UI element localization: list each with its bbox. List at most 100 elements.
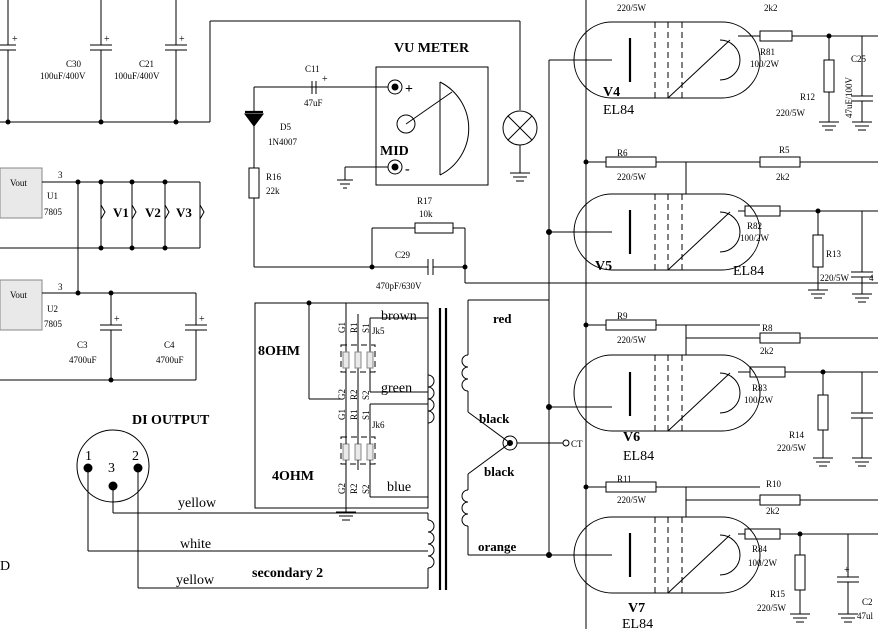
xlr-pin1: 1 <box>85 449 92 464</box>
u2-vout: Vout <box>10 290 27 300</box>
svg-text:S2: S2 <box>361 484 371 494</box>
svg-text:+: + <box>104 34 110 45</box>
wire-red: red <box>493 311 512 326</box>
di-output-title: DI OUTPUT <box>132 413 210 428</box>
svg-text:S1: S1 <box>361 410 371 420</box>
r82-label: R82 <box>747 221 762 231</box>
u2-part: 7805 <box>44 319 63 329</box>
u2-label: U2 <box>47 304 58 314</box>
4ohm-label: 4OHM <box>272 469 314 484</box>
d5-label: D5 <box>280 122 291 132</box>
ct-label: CT <box>571 439 583 449</box>
c2x-label: C2 <box>862 597 873 607</box>
speaker-jack-section: 8OHM 4OHM Jk5 Jk6 G1 R1 S1 G2 R2 S2 G1 R… <box>254 300 429 521</box>
svg-text:3: 3 <box>58 282 63 292</box>
svg-text:+: + <box>844 565 850 576</box>
u1-label: U1 <box>47 191 58 201</box>
vu-meter-box <box>375 66 489 186</box>
r8-value: 2k2 <box>760 346 774 356</box>
svg-text:G1: G1 <box>337 322 347 333</box>
svg-text:R2: R2 <box>349 483 359 494</box>
r14-label: R14 <box>789 430 805 440</box>
c4-value: 4700uF <box>156 355 184 365</box>
tube-v7: R11 220/5W R10 2k2 + R84 100/2W R15 220/… <box>573 474 878 629</box>
xlr-pin3: 3 <box>108 461 115 476</box>
svg-text:G2: G2 <box>337 389 347 400</box>
v5-label: V5 <box>595 259 612 274</box>
v6-label: V6 <box>623 430 640 445</box>
jk5-label: Jk5 <box>372 326 385 336</box>
c25-value: 47uF/100V <box>844 76 854 118</box>
c21-label: C21 <box>139 59 154 69</box>
r5-label: R5 <box>779 145 790 155</box>
wire-orange: orange <box>478 539 517 554</box>
jk6-label: Jk6 <box>372 420 385 430</box>
wire-yellow-2: yellow <box>176 573 215 588</box>
svg-text:+: + <box>322 74 328 85</box>
r11-value: 220/5W <box>617 495 647 505</box>
r10-value: 2k2 <box>766 506 780 516</box>
r6-value: 220/5W <box>617 172 647 182</box>
v5-type: EL84 <box>733 264 764 279</box>
r15-value: 220/5W <box>757 603 787 613</box>
tube-v4: 220/5W 2k2 R81 100/2W R12 220/5W C25 47u… <box>573 3 878 131</box>
r17-label: R17 <box>417 196 433 206</box>
output-transformer: CT red black black orange <box>427 232 583 590</box>
v2-label: V2 <box>145 205 161 220</box>
r83-label: R83 <box>752 383 768 393</box>
r5-value: 2k2 <box>776 172 790 182</box>
r11-label: R11 <box>617 474 632 484</box>
svg-text:S1: S1 <box>361 323 371 333</box>
v4-type: EL84 <box>603 103 634 118</box>
c30-value: 100uF/400V <box>40 71 86 81</box>
d5-part: 1N4007 <box>268 137 297 147</box>
c3-label: C3 <box>77 340 88 350</box>
r6-label: R6 <box>617 148 628 158</box>
v7-type: EL84 <box>622 617 653 629</box>
r10-label: R10 <box>766 479 782 489</box>
c21-value: 100uF/400V <box>114 71 160 81</box>
svg-text:+: + <box>12 34 18 45</box>
vu-meter-title: VU METER <box>394 41 470 56</box>
c29-value: 470pF/630V <box>376 281 422 291</box>
svg-text:+: + <box>114 314 120 325</box>
c2x-value: 47ul <box>857 611 874 621</box>
c30-label: C30 <box>66 59 82 69</box>
xlr-pin2: 2 <box>132 449 139 464</box>
wire-white: white <box>180 537 211 552</box>
svg-text:3: 3 <box>58 170 63 180</box>
v6-type: EL84 <box>623 449 654 464</box>
r84-label: R84 <box>752 544 768 554</box>
c11-label: C11 <box>305 64 320 74</box>
r8-label: R8 <box>762 323 773 333</box>
r16-label: R16 <box>266 172 282 182</box>
c3-value: 4700uF <box>69 355 97 365</box>
r13-value: 220/5W <box>820 273 850 283</box>
svg-text:+: + <box>179 34 185 45</box>
filter-cap-section: + + + C30 100uF/400V C21 100uF/400V <box>0 0 521 125</box>
c11-value: 47uF <box>304 98 323 108</box>
di-output-section: DI OUTPUT 1 2 3 yellow white yellow seco… <box>0 413 429 589</box>
r81-value: 100/2W <box>750 59 780 69</box>
v7-label: V7 <box>628 601 645 616</box>
u1-vout: Vout <box>10 178 27 188</box>
svg-text:R1: R1 <box>349 322 359 333</box>
mid-label: MID <box>380 144 409 159</box>
wire-blue: blue <box>387 480 411 495</box>
wire-brown: brown <box>381 309 417 324</box>
r83-value: 100/2W <box>744 395 774 405</box>
v1-label: V1 <box>113 205 129 220</box>
8ohm-label: 8OHM <box>258 344 300 359</box>
wire-green: green <box>381 381 412 396</box>
tube-v6: R9 220/5W R8 2k2 R83 100/2W R14 220/5W V… <box>573 311 878 467</box>
svg-text:G2: G2 <box>337 483 347 494</box>
svg-text:R2: R2 <box>349 389 359 400</box>
r9-label: R9 <box>617 311 628 321</box>
r17-value: 10k <box>419 209 433 219</box>
secondary-2-label: secondary 2 <box>252 566 323 581</box>
u1-part: 7805 <box>44 207 63 217</box>
v3-label: V3 <box>176 205 192 220</box>
r9-value: 220/5W <box>617 335 647 345</box>
regulator-section: Vout U1 7805 3 V1 V2 V3 Vout U2 7805 3 +… <box>0 167 207 383</box>
c25-label: C25 <box>851 54 867 64</box>
